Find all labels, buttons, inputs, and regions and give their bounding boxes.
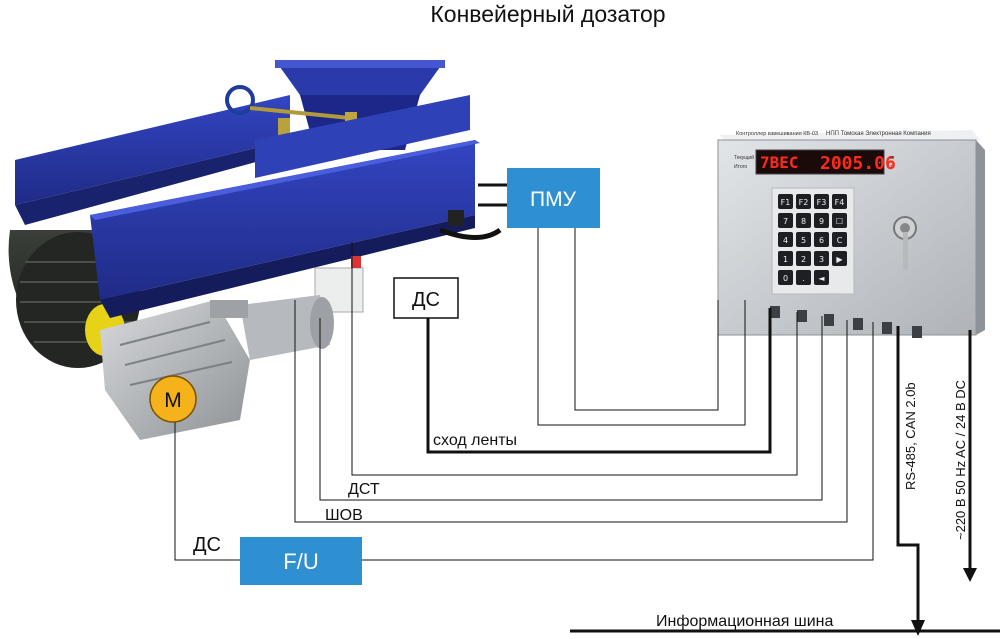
- keypad-key: 3: [814, 251, 829, 266]
- keypad-key-label: 7: [783, 217, 788, 226]
- display-right: 2005.06: [820, 153, 896, 174]
- keypad-key-label: 1: [783, 255, 788, 264]
- fu-box: F/U: [240, 537, 362, 585]
- wiring: [174, 183, 1000, 633]
- keypad-key-label: ▶: [836, 255, 843, 264]
- power-label: ~220 В 50 Hz AC / 24 В DC: [953, 380, 968, 540]
- keypad-key-label: .: [802, 274, 805, 283]
- ds-sensor-box: ДС: [393, 277, 459, 319]
- conveyor-illustration: [8, 60, 502, 440]
- keypad-key-label: 3: [819, 255, 824, 264]
- keypad-key: F1: [778, 194, 793, 209]
- keypad-key: ☐: [832, 213, 847, 228]
- keypad-key: 0: [778, 270, 793, 285]
- display-row2-label: Итого: [734, 164, 747, 170]
- keypad-key: F3: [814, 194, 829, 209]
- keypad-key: C: [832, 232, 847, 247]
- pmu-box: ПМУ: [507, 168, 600, 228]
- weighing-controller: Контроллер взвешивания КВ-03 НПП Томская…: [717, 130, 985, 338]
- keypad-key-label: F3: [817, 198, 827, 207]
- keypad-key-label: F4: [835, 198, 845, 207]
- arrow-power: [963, 568, 977, 582]
- pmu-label: ПМУ: [530, 188, 577, 211]
- arrow-to-bus: [911, 620, 925, 636]
- belt-drift-label: сход ленты: [433, 432, 517, 449]
- keypad-key: 8: [796, 213, 811, 228]
- keypad-key-label: ◄: [818, 274, 825, 283]
- keypad-key-label: 2: [801, 255, 806, 264]
- keypad-key: 7: [778, 213, 793, 228]
- keypad-key: 2: [796, 251, 811, 266]
- keypad-key: ◄: [814, 270, 829, 285]
- keypad-key: 5: [796, 232, 811, 247]
- display-unit1: кг: [890, 155, 894, 161]
- keypad-key-label: F1: [781, 198, 791, 207]
- ds-sensor-label: ДС: [412, 289, 440, 311]
- shov-label: ШОВ: [325, 507, 363, 524]
- display-left: 7BEC: [760, 153, 799, 172]
- keypad-key-label: 9: [819, 217, 824, 226]
- keypad-key-label: 5: [801, 236, 806, 245]
- keypad-key: F2: [796, 194, 811, 209]
- controller-header-left: Контроллер взвешивания КВ-03: [736, 131, 818, 137]
- keypad-key: F4: [832, 194, 847, 209]
- fu-label: F/U: [283, 549, 318, 574]
- keypad-key-label: C: [837, 236, 843, 245]
- keypad-key: 6: [814, 232, 829, 247]
- keypad-key: 4: [778, 232, 793, 247]
- keypad-key: ▶: [832, 251, 847, 266]
- keypad-key-label: 8: [801, 217, 806, 226]
- display-row1-label: Текущий: [734, 154, 754, 161]
- keypad-key-label: 0: [783, 274, 788, 283]
- keypad-key: 9: [814, 213, 829, 228]
- controller-header-right: НПП Томская Электронная Компания: [826, 131, 931, 137]
- motor-label: M: [164, 389, 182, 412]
- keypad: F1 F2 F3 F4 7 8 9 ☐ 4 5 6 C 1 2 3 ▶ 0. ◄: [778, 194, 847, 285]
- ds-motor-label: ДС: [193, 534, 221, 556]
- diagram-title: Конвейерный дозатор: [430, 1, 665, 27]
- motor-badge: M: [149, 375, 197, 423]
- keypad-key-label: F2: [799, 198, 809, 207]
- keypad-key: 1: [778, 251, 793, 266]
- keypad-key-label: 4: [783, 236, 788, 245]
- dst-label: ДСТ: [348, 481, 380, 498]
- interfaces-label: RS-485, CAN 2.0b: [903, 382, 918, 490]
- keypad-key-label: ☐: [836, 217, 843, 226]
- display-unit2: т: [890, 164, 893, 170]
- keypad-key-label: 6: [819, 236, 824, 245]
- info-bus-label: Информационная шина: [656, 613, 833, 630]
- keypad-key: .: [796, 270, 811, 285]
